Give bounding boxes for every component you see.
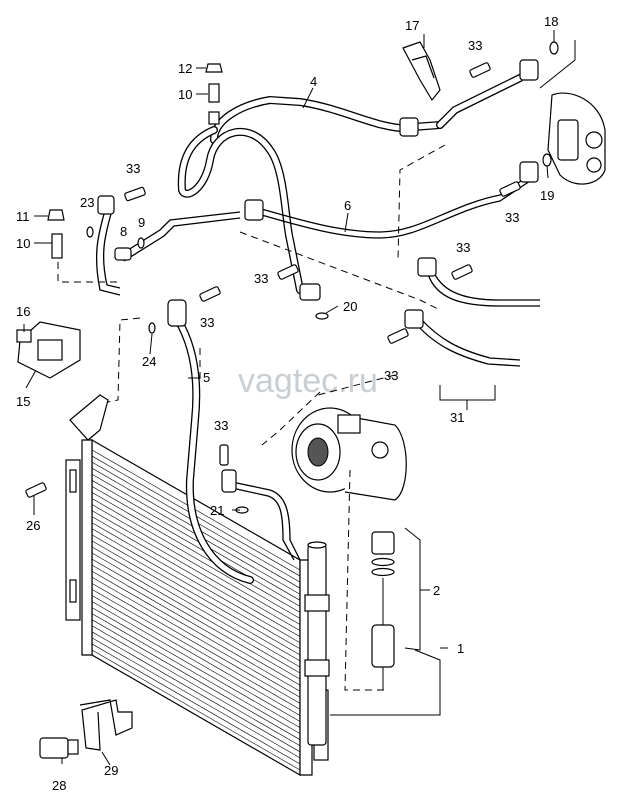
condenser-fin [91, 595, 301, 716]
condenser-fin [91, 546, 301, 668]
callout-33-f: 33 [200, 315, 214, 330]
condenser-fin [91, 649, 301, 771]
pipe-bracket-17 [402, 41, 441, 102]
o-rings [86, 41, 559, 514]
condenser-fin [91, 492, 301, 613]
condenser-fin [91, 558, 301, 680]
callout-33-a: 33 [126, 161, 140, 176]
callout-28: 28 [52, 778, 66, 793]
pipe-loop [177, 126, 304, 294]
callout-20: 20 [343, 299, 357, 314]
callout-21: 21 [210, 503, 224, 518]
callout-1: 1 [457, 641, 464, 656]
bolts [25, 62, 521, 498]
sensor-bracket-15 [16, 321, 81, 379]
condenser-fin [91, 516, 301, 637]
condenser-fin [91, 607, 301, 728]
callout-33-g: 33 [384, 368, 398, 383]
drier-cartridge [371, 531, 395, 690]
callout-17: 17 [405, 18, 419, 33]
callout-23: 23 [80, 195, 94, 210]
callout-31: 31 [450, 410, 464, 425]
callout-33-e: 33 [254, 271, 268, 286]
callout-6: 6 [344, 198, 351, 213]
bracket-29 [79, 699, 133, 751]
condenser-fin [91, 619, 301, 740]
callout-33-b: 33 [468, 38, 482, 53]
condenser-fin [91, 613, 301, 734]
pipe-fittings [97, 59, 539, 493]
condenser-fin [91, 637, 301, 759]
condenser-fin [91, 643, 301, 765]
dashed-line-upper [239, 231, 441, 311]
condenser-fin [91, 449, 301, 571]
pipe-6 [257, 174, 531, 233]
condenser-fin [91, 534, 301, 656]
callout-33-c: 33 [505, 210, 519, 225]
condenser-fins [91, 449, 301, 771]
condenser-fin [91, 480, 301, 601]
condenser-fin [91, 552, 301, 674]
compressor [291, 407, 407, 501]
condenser [65, 394, 329, 777]
callout-18: 18 [544, 14, 558, 29]
condenser-fin [91, 570, 301, 692]
group-bracket-2 [404, 527, 421, 651]
group-bracket-31 [439, 385, 496, 401]
condenser-fin [91, 510, 301, 631]
callout-9: 9 [138, 215, 145, 230]
callout-leaders [23, 30, 555, 766]
condenser-fin [91, 498, 301, 619]
condenser-fin [91, 522, 301, 643]
condenser-fin [91, 486, 301, 607]
condenser-fin [91, 625, 301, 747]
condenser-fin [91, 528, 301, 650]
callout-33-h: 33 [214, 418, 228, 433]
service-valve-high [205, 63, 223, 125]
callout-12: 12 [178, 61, 192, 76]
callout-16: 16 [16, 304, 30, 319]
callout-11: 11 [16, 209, 30, 224]
receiver-drier [304, 541, 330, 746]
pipe-23 [95, 209, 121, 296]
callout-5: 5 [203, 370, 210, 385]
condenser-fin [91, 583, 301, 704]
pipe-31-lower [419, 317, 521, 361]
callout-29: 29 [104, 763, 118, 778]
watermark-text: vagtec.ru [238, 362, 378, 400]
pressure-sensor-28 [39, 737, 79, 759]
callout-2: 2 [433, 583, 440, 598]
callout-26: 26 [26, 518, 40, 533]
callout-10-top: 10 [178, 87, 192, 102]
condenser-fin [91, 540, 301, 662]
callout-33-d: 33 [456, 240, 470, 255]
group-bracket-1 [330, 649, 441, 716]
condenser-fin [91, 564, 301, 686]
callout-15: 15 [16, 394, 30, 409]
condenser-fin [91, 601, 301, 722]
callout-8: 8 [120, 224, 127, 239]
callout-4: 4 [310, 74, 317, 89]
condenser-fin [91, 504, 301, 625]
pipe-31-upper [431, 267, 540, 301]
pipe-21 [231, 481, 301, 561]
evaporator-housing [539, 40, 606, 185]
condenser-fin [91, 577, 301, 698]
callout-19: 19 [540, 188, 554, 203]
condenser-fin [91, 631, 301, 753]
condenser-fin [91, 589, 301, 710]
callout-24: 24 [142, 354, 156, 369]
callout-10-left: 10 [16, 236, 30, 251]
service-valve-low [47, 209, 65, 259]
